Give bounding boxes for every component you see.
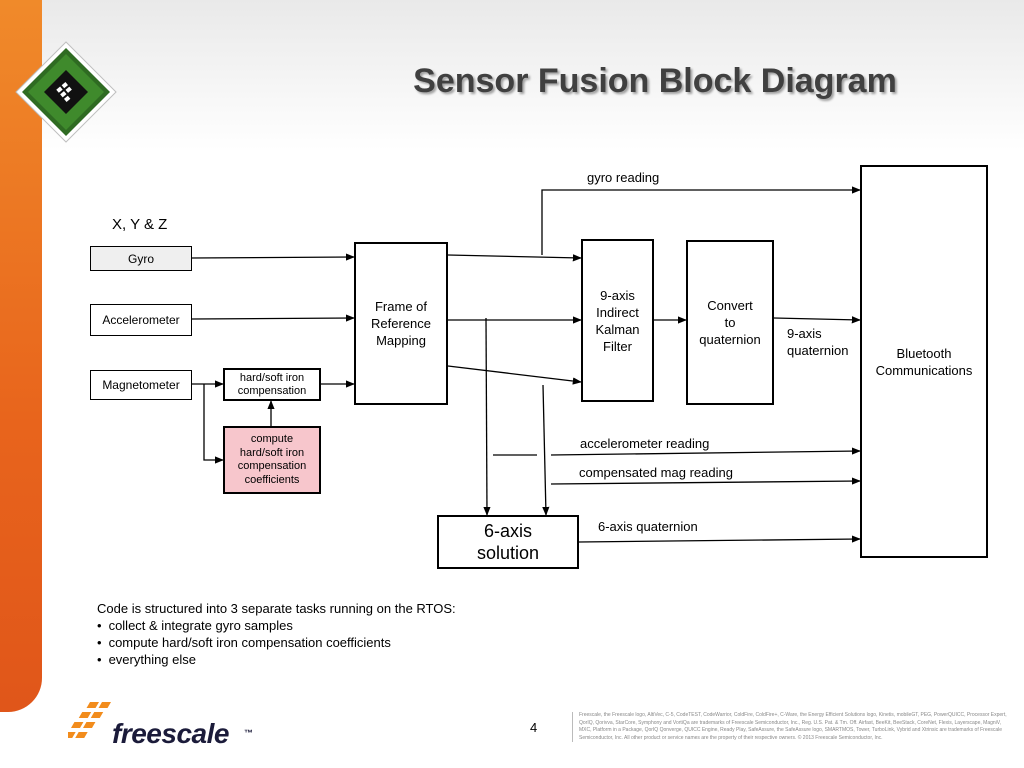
- kalman-line-1: 9-axis: [600, 287, 635, 303]
- six-axis-solution-box: 6-axis solution: [437, 515, 579, 569]
- frame-to-kalman-gyro-arrow: [447, 254, 582, 262]
- coeff-line-1: compute: [250, 433, 294, 445]
- nine-axis-quaternion-line-2: quaternion: [787, 343, 849, 358]
- notes-list: collect & integrate gyro samples compute…: [97, 617, 456, 668]
- mag-to-coefficients-arrow: [203, 384, 224, 464]
- orange-sidebar: [0, 0, 42, 712]
- gyro-box: Gyro: [90, 246, 192, 271]
- rtos-notes: Code is structured into 3 separate tasks…: [97, 600, 456, 668]
- bluetooth-communications-box: Bluetooth Communications: [860, 165, 988, 558]
- convert-line-3: quaternion: [699, 332, 761, 347]
- accelerometer-reading-arrow: [550, 447, 861, 456]
- notes-item: collect & integrate gyro samples: [97, 617, 456, 634]
- frame-to-six-axis-arrow-b: [542, 384, 550, 516]
- legal-disclaimer: Freescale, the Freescale logo, AltiVec, …: [572, 712, 1009, 742]
- six-axis-quaternion-label: 6-axis quaternion: [598, 519, 698, 534]
- convert-line-1: Convert: [707, 298, 753, 313]
- accelerometer-reading-label: accelerometer reading: [580, 436, 710, 451]
- freescale-logo-icon: [68, 702, 112, 738]
- magnetometer-label: Magnetometer: [102, 378, 180, 392]
- bluetooth-line-2: Communications: [875, 362, 973, 378]
- six-axis-line-1: 6-axis: [483, 521, 532, 541]
- convert-to-quaternion-box: Convert to quaternion: [686, 240, 774, 405]
- frame-to-kalman-mag-arrow: [447, 365, 582, 385]
- frame-line-1: Frame of: [374, 299, 427, 314]
- trademark-symbol: ™: [244, 728, 253, 738]
- notes-intro: Code is structured into 3 separate tasks…: [97, 601, 456, 616]
- coeff-line-3: compensation: [237, 460, 307, 472]
- compute-coefficients-box: compute hard/soft iron compensation coef…: [223, 426, 321, 494]
- notes-item: compute hard/soft iron compensation coef…: [97, 634, 456, 651]
- convert-to-bluetooth-arrow: [773, 316, 861, 324]
- gyro-reading-arrow: [541, 186, 861, 255]
- frame-line-2: Reference: [371, 316, 431, 331]
- coeff-line-2: hard/soft iron: [239, 446, 305, 459]
- accel-to-frame-arrow: [191, 314, 355, 322]
- compensated-mag-reading-label: compensated mag reading: [579, 465, 733, 480]
- nine-axis-quaternion-line-1: 9-axis: [787, 326, 822, 341]
- iron-comp-line-1: hard/soft iron: [239, 371, 305, 384]
- coeff-line-4: coefficients: [244, 473, 300, 486]
- convert-line-2: to: [724, 315, 736, 330]
- axes-label: X, Y & Z: [112, 216, 168, 233]
- frame-line-3: Mapping: [376, 333, 426, 348]
- compensated-mag-reading-arrow: [550, 477, 861, 485]
- page-number: 4: [530, 720, 538, 735]
- hard-soft-iron-compensation-box: hard/soft iron compensation: [223, 368, 321, 401]
- kalman-line-4: Filter: [603, 338, 632, 354]
- six-axis-quaternion-arrow: [578, 535, 861, 543]
- kalman-line-3: Kalman: [595, 321, 640, 337]
- six-axis-line-2: solution: [476, 543, 540, 563]
- magnetometer-box: Magnetometer: [90, 370, 192, 400]
- notes-item: everything else: [97, 651, 456, 668]
- nine-axis-quaternion-label: 9-axis quaternion: [787, 325, 848, 359]
- freescale-chip-logo: [15, 41, 117, 143]
- accelerometer-label: Accelerometer: [102, 313, 180, 327]
- gyro-to-frame-arrow: [191, 253, 355, 261]
- kalman-line-2: Indirect: [596, 304, 639, 320]
- kalman-filter-box: 9-axis Indirect Kalman Filter: [581, 239, 654, 402]
- gyro-reading-label: gyro reading: [587, 170, 660, 185]
- freescale-wordmark: freescale: [112, 718, 229, 749]
- bluetooth-line-1: Bluetooth: [896, 345, 952, 361]
- gyro-label: Gyro: [127, 251, 154, 266]
- iron-comp-line-2: compensation: [237, 384, 307, 397]
- slide-title: Sensor Fusion Block Diagram: [413, 62, 897, 100]
- frame-to-six-axis-arrow-a: [483, 317, 491, 516]
- frame-of-reference-mapping-box: Frame of Reference Mapping: [354, 242, 448, 405]
- accelerometer-box: Accelerometer: [90, 304, 192, 336]
